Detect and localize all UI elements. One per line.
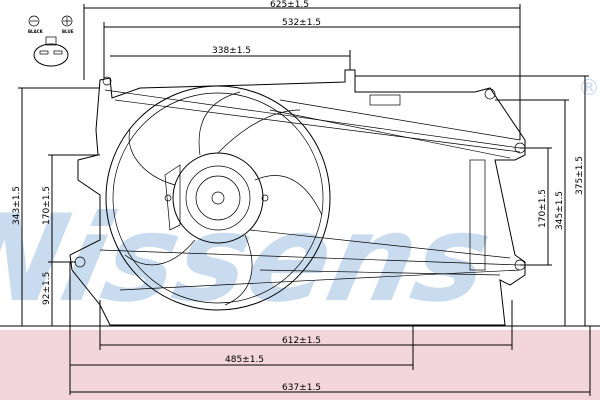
dim-92: 92±1.5 [42,272,52,305]
dim-343: 343±1.5 [12,186,22,225]
dim-532: 532±1.5 [282,18,321,28]
dim-637: 637±1.5 [282,383,321,393]
dimension-labels: 625±1.5 532±1.5 338±1.5 343±1.5 170±1.5 … [12,0,585,393]
connector-icon: BLACK BLUE [28,15,74,67]
fan-shroud [69,69,526,326]
dim-485: 485±1.5 [225,355,264,365]
fan [105,85,331,311]
blue-label: BLUE [62,29,74,34]
dimension-lines [0,4,600,396]
dim-170-right: 170±1.5 [538,189,548,228]
registered-mark: ® [578,76,600,101]
dim-612: 612±1.5 [282,336,321,346]
dim-625: 625±1.5 [270,0,309,10]
watermark-text: Nissens [0,188,503,328]
dim-170-left: 170±1.5 [42,186,52,225]
dim-375: 375±1.5 [575,156,585,195]
black-label: BLACK [28,29,44,34]
dim-345: 345±1.5 [555,191,565,230]
watermark: Nissens ® [0,76,600,329]
dim-338: 338±1.5 [212,46,251,56]
